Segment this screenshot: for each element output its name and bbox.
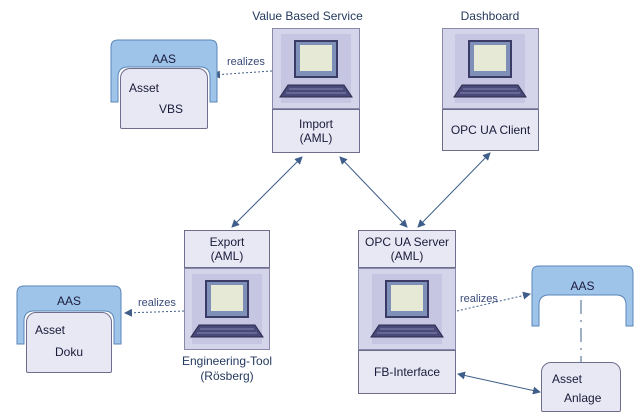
- server-computer: [358, 268, 456, 350]
- engineering-tool-name: Engineering-Tool: [181, 354, 273, 368]
- asset-name: Anlage: [564, 391, 602, 405]
- aas-group-top-left: AAS Asset VBS: [110, 39, 218, 129]
- opcua-server-label: OPC UA Server: [364, 235, 450, 249]
- aas-shell-shape: [531, 265, 634, 327]
- import-box: Import (AML): [272, 109, 360, 153]
- export-box: Export (AML): [184, 230, 270, 268]
- computer-icon: [279, 34, 353, 103]
- opcua-client-box: OPC UA Client: [442, 109, 539, 151]
- import-format: (AML): [299, 131, 333, 145]
- computer-icon: [370, 274, 444, 344]
- asset-label: Asset: [35, 323, 66, 337]
- engineering-computer: [184, 268, 270, 350]
- dashboard-computer: [442, 28, 539, 109]
- realizes-eng-connector: [124, 308, 185, 317]
- aas-title: AAS: [56, 294, 81, 308]
- fb-interface-box: FB-Interface: [358, 350, 456, 394]
- aas-title: AAS: [570, 279, 595, 293]
- export-label: Export: [209, 235, 245, 249]
- aas-shell-shape: [16, 285, 122, 345]
- computer-icon: [190, 274, 264, 344]
- dashboard-title: Dashboard: [460, 9, 520, 23]
- aas-shell-shape: [110, 39, 218, 103]
- realizes-label: realizes: [138, 297, 176, 309]
- vbs-computer: [272, 28, 360, 109]
- asset-label: Asset: [129, 81, 160, 95]
- realizes-label: realizes: [460, 293, 498, 305]
- aas-group-bottom-left: AAS Asset Doku: [16, 285, 122, 373]
- import-export-connector: [231, 156, 303, 228]
- asset-card: Asset Doku: [26, 312, 112, 373]
- realizes-server-connector: [456, 291, 531, 312]
- vbs-title: Value Based Service: [252, 9, 363, 23]
- asset-name: Doku: [55, 345, 84, 359]
- realizes-label: realizes: [227, 56, 265, 68]
- opcua-server-format: (AML): [390, 249, 424, 263]
- engineering-tool-vendor: (Rösberg): [200, 369, 254, 383]
- aas-group-right: AAS: [531, 265, 634, 327]
- opcua-server-box: OPC UA Server (AML): [358, 230, 456, 268]
- aas-title: AAS: [151, 52, 176, 66]
- client-server-connector: [417, 152, 491, 228]
- realizes-vbs-connector: [212, 70, 273, 79]
- engineering-tool-caption: Engineering-Tool (Rösberg): [167, 354, 287, 384]
- import-label: Import: [298, 117, 333, 131]
- computer-icon: [453, 34, 527, 103]
- fb-interface-label: FB-Interface: [373, 365, 441, 379]
- asset-label: Asset: [552, 372, 583, 386]
- import-server-connector: [339, 156, 408, 228]
- opcua-client-label: OPC UA Client: [450, 123, 531, 137]
- asset-name: VBS: [159, 102, 184, 116]
- export-format: (AML): [210, 249, 244, 263]
- asset-card: Asset VBS: [120, 68, 208, 129]
- fb-asset-connector: [457, 371, 541, 395]
- asset-card: Asset Anlage: [541, 362, 621, 412]
